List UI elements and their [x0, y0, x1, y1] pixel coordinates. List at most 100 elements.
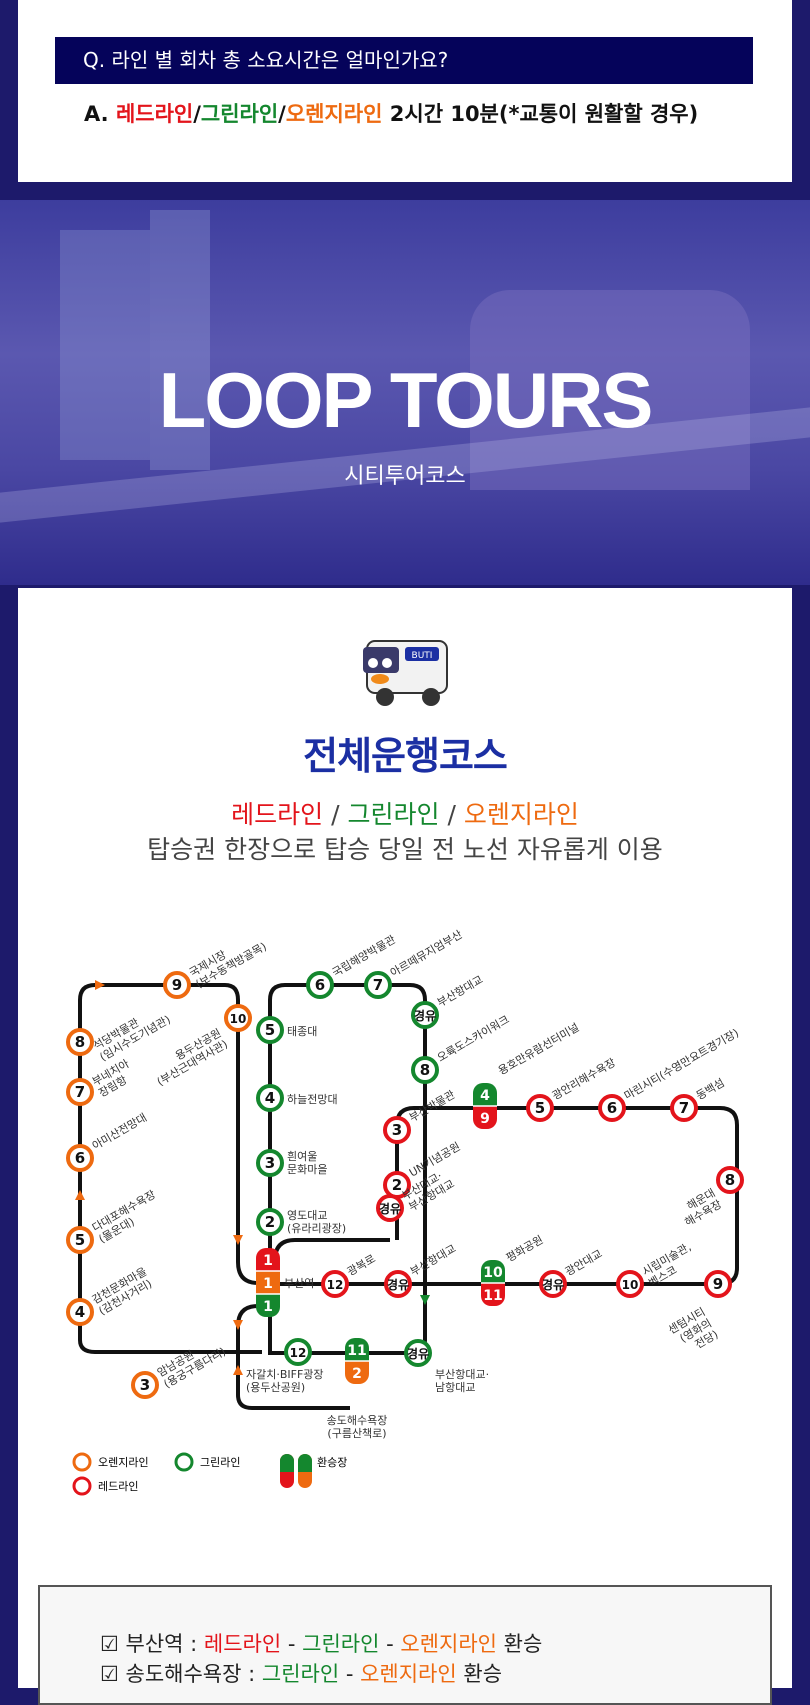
station-name: 부산항대교 — [408, 1242, 458, 1279]
line-green: 그린라인 — [347, 800, 440, 829]
line-name: 그린라인 — [302, 1632, 380, 1656]
station-green: 5 태종대 — [256, 1016, 317, 1044]
transfer-name: 평화공원 — [504, 1233, 546, 1265]
bus-badge: BUTI — [412, 651, 433, 661]
station-number: 10 — [622, 1278, 639, 1292]
faq-question: Q. 라인 별 회차 총 소요시간은 얼마인가요? — [55, 37, 753, 84]
answer-green: 그린라인 — [200, 102, 279, 126]
line-orange: 오렌지라인 — [463, 800, 579, 829]
sep: / — [278, 102, 286, 126]
direction-arrow-icon — [233, 1235, 243, 1245]
station-name: 부산항대교 — [435, 973, 485, 1010]
answer-orange: 오렌지라인 — [285, 102, 383, 126]
legend-transfer: 환승장 — [317, 1456, 347, 1469]
sep: / — [193, 102, 201, 126]
transfer-station: 10 11 평화공원 — [481, 1233, 546, 1306]
legend-green: 그린라인 — [200, 1456, 240, 1469]
transfer-info-item: ☑ 송도해수욕장 : 그린라인 - 오렌지라인 환승 — [100, 1662, 503, 1686]
suffix: 환승 — [456, 1662, 503, 1686]
station-number: 10 — [230, 1012, 247, 1026]
station-name: 마린시티(수영만요트경기장) — [622, 1026, 741, 1102]
station-name: 아르떼뮤지엄부산 — [388, 928, 465, 980]
direction-arrow-icon — [75, 1190, 85, 1200]
transfer-name: 송도해수욕장(구름산책로) — [327, 1413, 388, 1440]
station-number: 7 — [373, 976, 383, 994]
station-number: 6 — [315, 976, 325, 994]
suffix: 환승 — [496, 1632, 543, 1656]
legend-red: 레드라인 — [98, 1480, 138, 1493]
line-name: 오렌지라인 — [400, 1632, 497, 1656]
route-map: 3암남공원(용궁구름다리)4감천문화마을(감천사거리)5다대포해수욕장(몰운대)… — [66, 928, 744, 1440]
line-red: 레드라인 — [231, 800, 324, 829]
faq-answer: A. 레드라인/그린라인/오렌지라인 2시간 10분(*교통이 원활할 경우) — [84, 98, 698, 128]
station-number: 경유 — [387, 1278, 409, 1292]
station-number: 9 — [713, 1275, 723, 1293]
transfer-number: 10 — [483, 1265, 503, 1281]
station-number: 4 — [265, 1089, 275, 1107]
station-number: 2 — [392, 1176, 402, 1194]
course-lines: 레드라인 / 그린라인 / 오렌지라인 — [0, 795, 810, 831]
station-number: 5 — [535, 1099, 545, 1117]
station-number: 5 — [265, 1021, 275, 1039]
station-name: 다대포해수욕장(몰운대) — [90, 1187, 165, 1246]
banner-title: LOOP TOURS — [158, 356, 654, 444]
station-name: 광안대교 — [563, 1247, 605, 1279]
station-number: 3 — [140, 1376, 150, 1394]
station-name: 광복로 — [345, 1252, 378, 1278]
transfer-station: 11 2 송도해수욕장(구름산책로) — [327, 1338, 388, 1440]
orange-route — [78, 983, 350, 1410]
line-name: 그린라인 — [261, 1662, 340, 1686]
transfer-number: 2 — [352, 1366, 362, 1382]
direction-arrow-icon — [95, 980, 105, 990]
transfer-info-item: ☑ 부산역 : 레드라인 - 그린라인 - 오렌지라인 환승 — [100, 1632, 543, 1656]
answer-suffix: 2시간 10분(*교통이 원활할 경우) — [382, 102, 699, 126]
station-number: 12 — [327, 1278, 344, 1292]
station-orange: 3 암남공원(용궁구름다리) — [131, 1334, 228, 1399]
direction-arrow-icon — [233, 1365, 243, 1375]
course-description: 탑승권 한장으로 탑승 당일 전 노선 자유롭게 이용 — [147, 835, 663, 864]
loop-tours-banner: LOOP TOURS 시티투어코스 — [0, 200, 810, 585]
station-name: 오륙도스카이워크 — [435, 1013, 512, 1065]
station-number: 경유 — [407, 1347, 429, 1361]
station-number: 4 — [75, 1303, 85, 1321]
station-name: 국립해양박물관 — [330, 932, 398, 980]
direction-arrow-icon — [420, 1295, 430, 1305]
station-name: 태종대 — [287, 1025, 317, 1038]
station-name: 암남공원(용궁구름다리) — [155, 1334, 228, 1391]
transfer-number: 4 — [480, 1088, 490, 1104]
answer-red: 레드라인 — [115, 102, 194, 126]
sep: : — [183, 1632, 204, 1656]
station-number: 6 — [607, 1099, 617, 1117]
station-name: 영도대교(유라리광장) — [287, 1209, 346, 1235]
transfer-name: 부산역 — [284, 1277, 314, 1290]
station-green: 4 하늘전망대 — [256, 1084, 338, 1112]
station-number: 경유 — [542, 1278, 564, 1292]
station-number: 9 — [172, 976, 182, 994]
station-number: 경유 — [379, 1202, 401, 1216]
station: 송도해수욕장 — [125, 1662, 242, 1686]
transfer-name: 용호만유람선터미널 — [496, 1021, 581, 1078]
transfer-number: 1 — [263, 1253, 273, 1269]
station-number: 경유 — [414, 1009, 436, 1023]
sep: / — [439, 800, 464, 829]
station-number: 8 — [420, 1061, 430, 1079]
station-number: 12 — [290, 1346, 307, 1360]
sep: : — [241, 1662, 262, 1686]
line-name: 레드라인 — [203, 1632, 282, 1656]
station-name: 하늘전망대 — [287, 1092, 338, 1106]
transfer-number: 11 — [347, 1343, 366, 1359]
checkbox-icon: ☑ — [100, 1662, 119, 1686]
sep: / — [323, 800, 348, 829]
transfer-number: 11 — [483, 1288, 502, 1304]
transfer-number: 1 — [263, 1299, 273, 1315]
legend-orange: 오렌지라인 — [98, 1456, 149, 1469]
